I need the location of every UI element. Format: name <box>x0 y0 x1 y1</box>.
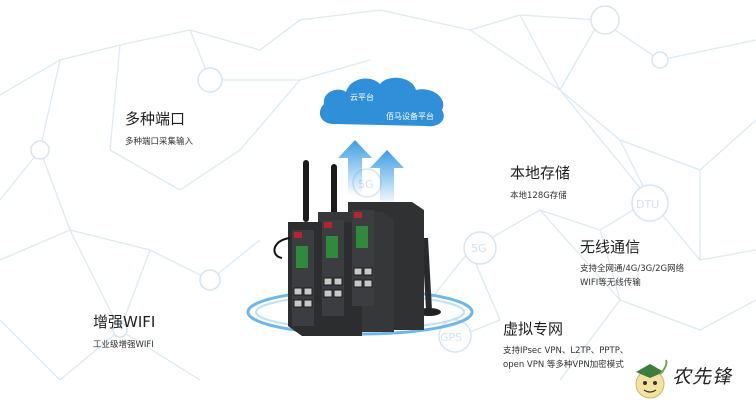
feature-vpn-desc-2: open VPN 等多种VPN加密模式 <box>503 360 624 370</box>
mascot-icon <box>635 359 668 399</box>
watermark-5g: 5G <box>471 242 487 255</box>
feature-storage-title: 本地存储 <box>510 164 571 182</box>
feature-storage: 本地存储 本地128G存储 <box>510 162 570 203</box>
feature-ports-desc: 多种端口采集输入 <box>125 137 194 147</box>
cloud-icon <box>319 77 444 127</box>
feature-wireless-desc-2: WIFI等无线传输 <box>580 278 641 288</box>
feature-ports-title: 多种端口 <box>125 110 186 128</box>
brand-logo-text: 农先锋 <box>672 366 733 388</box>
cloud-label-2: 佰马设备平台 <box>386 112 434 121</box>
feature-wifi: 增强WIFI 工业级增强WIFI <box>93 311 155 352</box>
feature-wireless-desc-1: 支持全网通/4G/3G/2G网络 <box>580 264 685 274</box>
watermark-gps: GPS <box>440 331 462 344</box>
feature-wifi-title: 增强WIFI <box>93 313 156 331</box>
router-device-image <box>273 160 441 336</box>
cloud-label-1: 云平台 <box>350 93 374 102</box>
feature-wireless-title: 无线通信 <box>580 238 641 256</box>
feature-ports: 多种端口 多种端口采集输入 <box>125 108 193 149</box>
feature-wireless: 无线通信 支持全网通/4G/3G/2G网络 WIFI等无线传输 <box>580 236 684 290</box>
feature-wifi-desc: 工业级增强WIFI <box>93 340 154 350</box>
brand-logo: 农先锋 <box>628 354 746 402</box>
feature-vpn: 虚拟专网 支持IPsec VPN、L2TP、PPTP、 open VPN 等多种… <box>503 318 628 372</box>
watermark-dtu: DTU <box>636 198 659 211</box>
upload-arrow-icon <box>370 150 404 206</box>
feature-vpn-title: 虚拟专网 <box>503 320 564 338</box>
feature-storage-desc: 本地128G存储 <box>510 191 567 201</box>
upload-arrow-icon <box>338 140 372 196</box>
feature-vpn-desc-1: 支持IPsec VPN、L2TP、PPTP、 <box>503 346 629 356</box>
